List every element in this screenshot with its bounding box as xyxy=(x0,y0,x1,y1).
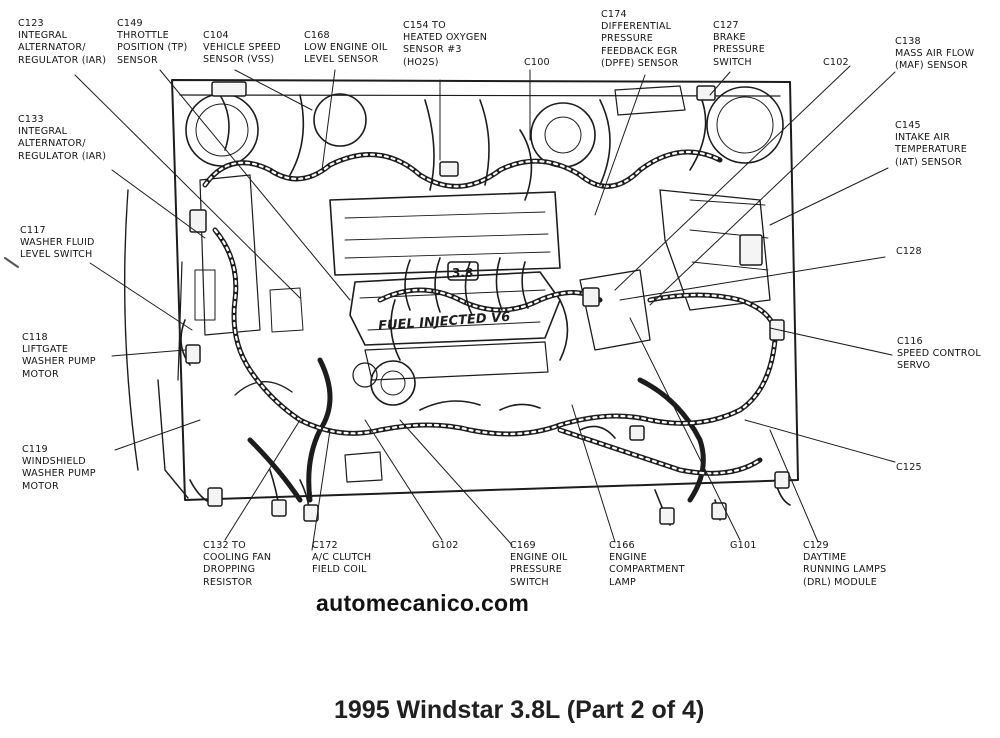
label-g102: G102 xyxy=(432,540,459,551)
diagram-caption: 1995 Windstar 3.8L (Part 2 of 4) xyxy=(334,696,705,724)
label-g101: G101 xyxy=(730,540,757,551)
housings xyxy=(185,86,784,406)
manifold-lettering: FUEL INJECTED V6 xyxy=(378,310,511,334)
wiring-harness xyxy=(180,94,791,526)
leader-lines xyxy=(74,65,896,551)
label-c125: C125 xyxy=(896,462,922,473)
site-watermark: automecanico.com xyxy=(316,590,530,616)
engine-badge: 3.8 xyxy=(452,266,473,280)
label-c128: C128 xyxy=(896,246,922,257)
edge-mark xyxy=(4,257,19,268)
label-c100: C100 xyxy=(524,57,550,68)
compartment-outline xyxy=(123,79,799,501)
engine-block xyxy=(194,85,771,483)
label-c102: C102 xyxy=(823,57,849,68)
connectors xyxy=(185,81,790,525)
